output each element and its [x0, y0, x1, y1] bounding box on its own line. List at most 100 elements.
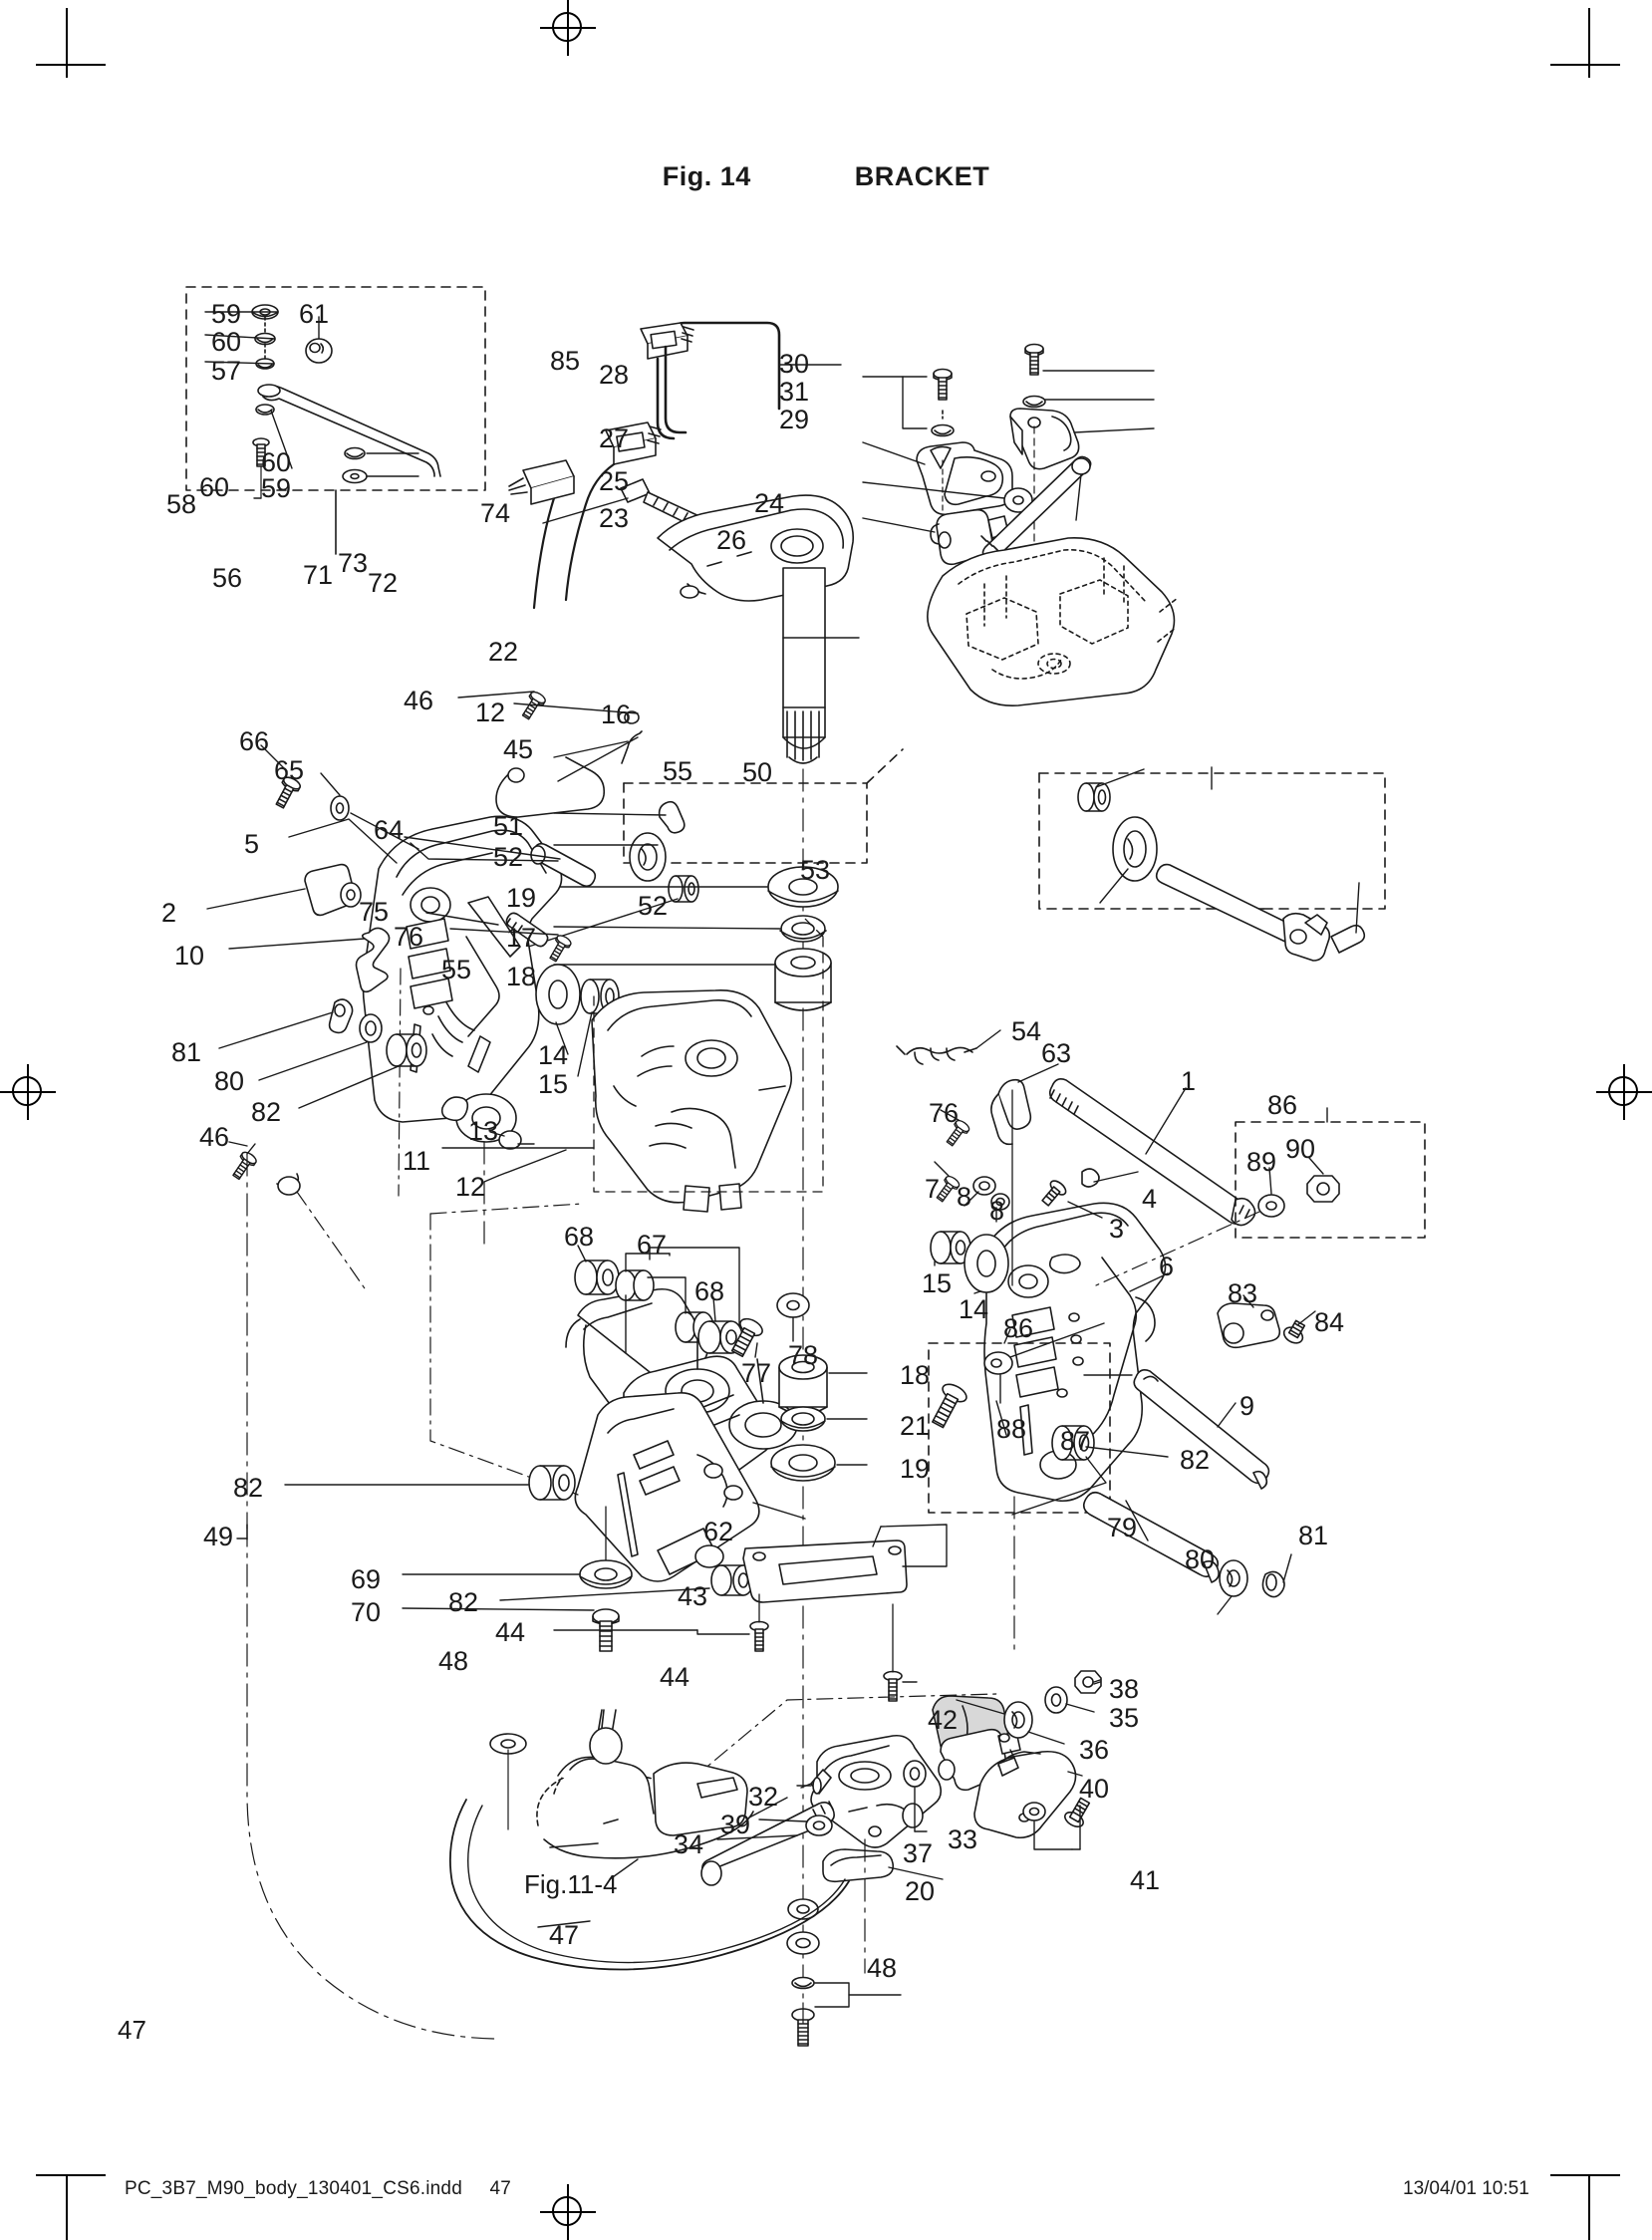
callout-47: 47 — [549, 1920, 580, 1950]
callout-18: 18 — [900, 1360, 931, 1390]
callout-22: 22 — [488, 637, 519, 667]
callout-9: 9 — [1239, 1391, 1255, 1421]
part-63-clip — [990, 1063, 1059, 1286]
washer-stack-19-17-18 — [553, 866, 839, 1011]
callout-84: 84 — [1314, 1307, 1345, 1337]
fastener-28 — [862, 368, 955, 437]
callout-2: 2 — [161, 898, 177, 928]
callout-76: 76 — [929, 1098, 960, 1128]
callout-13: 13 — [468, 1116, 499, 1146]
callout-56: 56 — [212, 563, 243, 593]
part-61 — [305, 316, 333, 364]
registration-mark-top — [540, 0, 596, 56]
callout-79: 79 — [1107, 1513, 1138, 1542]
callout-82: 82 — [233, 1473, 264, 1503]
callout-66: 66 — [239, 726, 270, 756]
part-82-bush-right-mid — [1011, 1425, 1169, 1516]
callout-36: 36 — [1079, 1735, 1110, 1765]
crop-mark-top-left — [36, 8, 106, 78]
figure-reference: Fig.11-4 — [524, 1869, 618, 1899]
callout-59: 59 — [261, 473, 292, 503]
parts-46-12-13 — [228, 689, 643, 1292]
callout-39: 39 — [720, 1810, 751, 1839]
callout-46: 46 — [199, 1122, 230, 1152]
figure-title: BRACKET — [854, 161, 990, 191]
callout-11: 11 — [403, 1146, 431, 1176]
part-82-bush-left-lower — [284, 1465, 754, 1601]
subassembly-box-56 — [185, 286, 486, 555]
subassembly-box-86-lower — [928, 1322, 1111, 1514]
callout-45: 45 — [503, 734, 534, 764]
callout-69: 69 — [351, 1564, 382, 1594]
callout-18: 18 — [506, 962, 537, 991]
parts-40-41 — [973, 1750, 1091, 1850]
callout-78: 78 — [788, 1340, 819, 1370]
part-55-bush-right — [1077, 768, 1145, 812]
callout-63: 63 — [1041, 1038, 1072, 1068]
registration-mark-right — [1596, 1064, 1652, 1120]
part-54-spring — [896, 1029, 1001, 1065]
washer-stack-18-21-19 — [770, 1354, 868, 1482]
registration-mark-bottom — [540, 2184, 596, 2240]
callout-26: 26 — [716, 525, 747, 555]
callout-83: 83 — [1228, 1278, 1258, 1308]
parts-77-78 — [730, 1292, 810, 1358]
callout-15: 15 — [922, 1268, 953, 1298]
fasteners-3-4 — [1041, 1168, 1139, 1219]
callout-90: 90 — [1285, 1134, 1316, 1164]
part-85-harness — [508, 321, 842, 610]
callout-44: 44 — [495, 1617, 526, 1647]
crop-mark-top-right — [1550, 8, 1620, 78]
parts-81-80-82-left — [218, 998, 427, 1109]
parts-15-14-right — [930, 1231, 1009, 1294]
parts-44-bolts — [553, 1593, 918, 1702]
callout-62: 62 — [703, 1517, 734, 1546]
callout-82: 82 — [1180, 1445, 1211, 1475]
callout-14: 14 — [538, 1040, 569, 1070]
callout-27: 27 — [599, 423, 630, 453]
part-53-rod — [1155, 863, 1366, 962]
parts-75-76 — [425, 912, 574, 965]
callout-20: 20 — [905, 1876, 936, 1906]
footer-file-text: PC_3B7_M90_body_130401_CS6.indd — [125, 2178, 462, 2199]
callout-70: 70 — [351, 1597, 382, 1627]
callout-1: 1 — [1181, 1066, 1197, 1096]
callout-52: 52 — [493, 842, 524, 872]
callout-80: 80 — [1185, 1544, 1216, 1574]
callout-42: 42 — [928, 1705, 959, 1735]
callout-6: 6 — [1159, 1252, 1175, 1281]
callout-77: 77 — [741, 1358, 772, 1388]
upper-housing — [927, 537, 1179, 706]
callout-28: 28 — [599, 360, 630, 390]
callout-21: 21 — [900, 1411, 931, 1441]
callout-64: 64 — [374, 815, 405, 845]
part-stack-57-60 — [204, 304, 441, 499]
callout-82: 82 — [251, 1097, 282, 1127]
subassembly-box-86-right — [1095, 1107, 1426, 1286]
callout-31: 31 — [779, 377, 810, 407]
callout-30: 30 — [779, 349, 810, 379]
callout-8: 8 — [989, 1196, 1005, 1226]
callout-71: 71 — [303, 560, 334, 590]
callout-40: 40 — [1079, 1774, 1110, 1804]
callout-33: 33 — [948, 1824, 978, 1854]
crop-mark-bottom-left — [36, 2162, 106, 2240]
part-64-pin — [404, 836, 597, 888]
callout-25: 25 — [599, 466, 630, 496]
callout-23: 23 — [599, 503, 630, 533]
part-62-tilt-motor — [429, 1203, 806, 1582]
parts-69-70 — [402, 1506, 633, 1652]
callout-34: 34 — [674, 1829, 704, 1859]
callout-58: 58 — [166, 489, 197, 519]
callout-61: 61 — [299, 299, 330, 329]
part-2-bush — [206, 863, 362, 917]
fasteners-7-8-76 — [933, 1109, 1010, 1223]
callout-46: 46 — [404, 686, 434, 715]
page-title: Fig. 14 BRACKET — [0, 161, 1652, 192]
callout-88: 88 — [996, 1414, 1027, 1444]
parts-14-15-left — [535, 964, 620, 1077]
footer-filename: PC_3B7_M90_body_130401_CS6.indd 47 — [125, 2178, 511, 2200]
callout-50: 50 — [742, 757, 773, 787]
